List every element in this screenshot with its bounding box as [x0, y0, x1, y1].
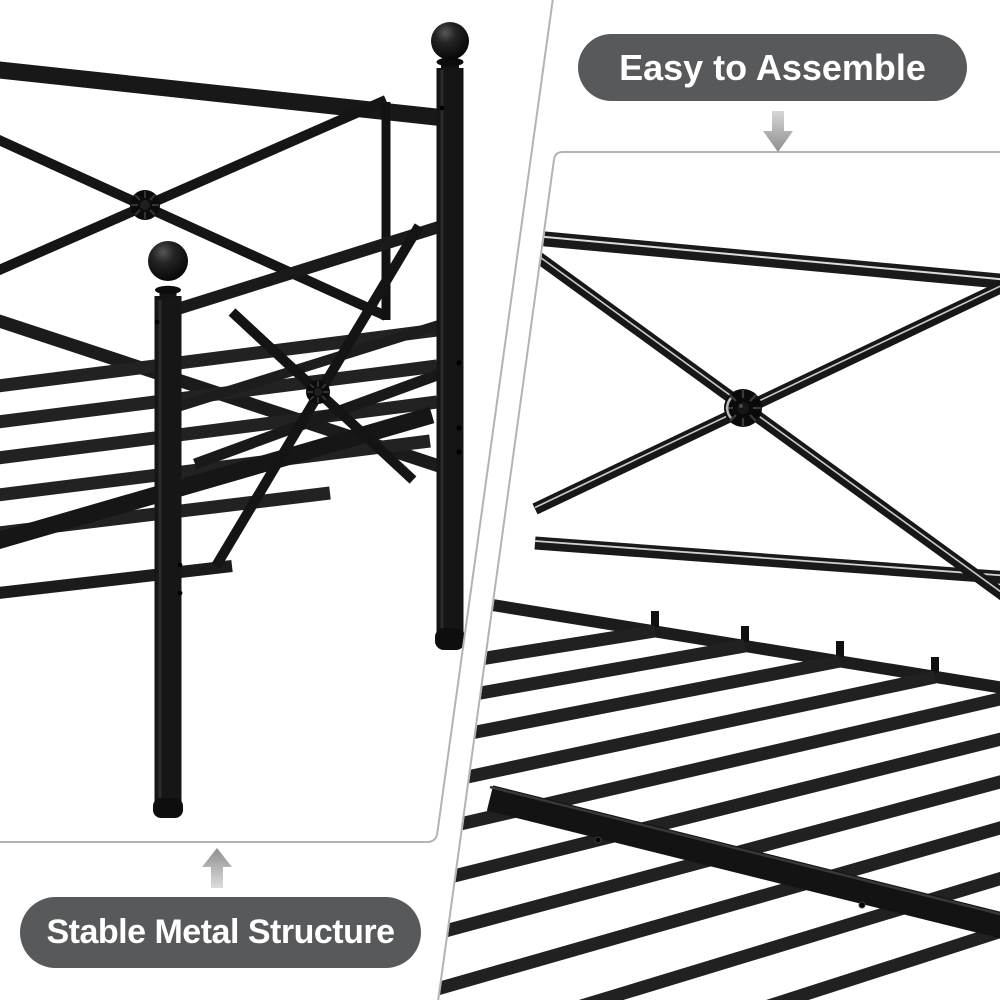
rosette-medallion-closeup	[724, 389, 762, 427]
rosette-medallion-side	[306, 380, 330, 404]
right-panel-border	[437, 151, 1000, 1000]
callout-stable-metal-structure-label: Stable Metal Structure	[46, 913, 395, 951]
left-panel-border	[0, 0, 554, 843]
callout-easy-to-assemble: Easy to Assemble	[578, 34, 967, 101]
front-post	[148, 241, 188, 818]
callout-stable-metal-structure: Stable Metal Structure	[20, 897, 421, 968]
left-bed-photo	[0, 22, 469, 818]
ball-finial-front-post	[148, 241, 188, 281]
rosette-medallion-left	[130, 190, 160, 220]
down-arrow-icon	[763, 111, 793, 152]
callout-easy-to-assemble-label: Easy to Assemble	[619, 46, 926, 88]
right-bed-photo	[438, 230, 1000, 1000]
ball-finial-tall-post	[431, 22, 469, 60]
corner-post	[431, 22, 469, 650]
up-arrow-icon	[202, 848, 232, 888]
